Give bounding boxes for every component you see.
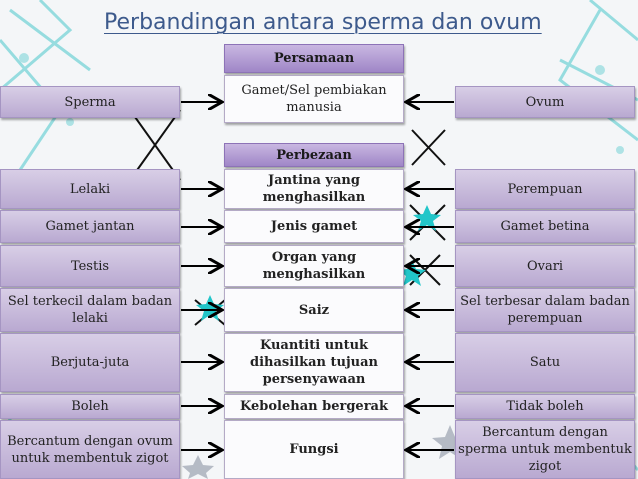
row-right-3: Ovari <box>455 245 635 287</box>
row-center-4: Saiz <box>224 288 404 332</box>
row-left-2: Gamet jantan <box>0 210 180 243</box>
similarity-center-text: Gamet/Sel pembiakan manusia <box>241 83 387 115</box>
similarity-center: Gamet/Sel pembiakan manusia <box>224 75 404 123</box>
row-center-2: Jenis gamet <box>224 210 404 243</box>
row-center-1: Jantina yang menghasilkan <box>224 169 404 209</box>
similarity-right: Ovum <box>455 86 635 118</box>
header-perbezaan: Perbezaan <box>224 143 404 167</box>
row-left-4: Sel terkecil dalam badan lelaki <box>0 288 180 332</box>
row-center-7: Fungsi <box>224 420 404 479</box>
row-center-5: Kuantiti untuk dihasilkan tujuan perseny… <box>224 333 404 392</box>
row-left-3: Testis <box>0 245 180 287</box>
row-right-2: Gamet betina <box>455 210 635 243</box>
page-title: Perbandingan antara sperma dan ovum <box>104 10 542 35</box>
row-right-7: Bercantum dengan sperma untuk membentuk … <box>455 420 635 479</box>
row-right-6: Tidak boleh <box>455 394 635 419</box>
header-persamaan: Persamaan <box>224 44 404 73</box>
row-left-1: Lelaki <box>0 169 180 209</box>
row-right-1: Perempuan <box>455 169 635 209</box>
row-left-6: Boleh <box>0 394 180 419</box>
similarity-left: Sperma <box>0 86 180 118</box>
row-left-7: Bercantum dengan ovum untuk membentuk zi… <box>0 420 180 479</box>
row-left-5: Berjuta-juta <box>0 333 180 392</box>
row-right-5: Satu <box>455 333 635 392</box>
row-center-6: Kebolehan bergerak <box>224 394 404 419</box>
row-right-4: Sel terbesar dalam badan perempuan <box>455 288 635 332</box>
row-center-3: Organ yang menghasilkan <box>224 245 404 287</box>
